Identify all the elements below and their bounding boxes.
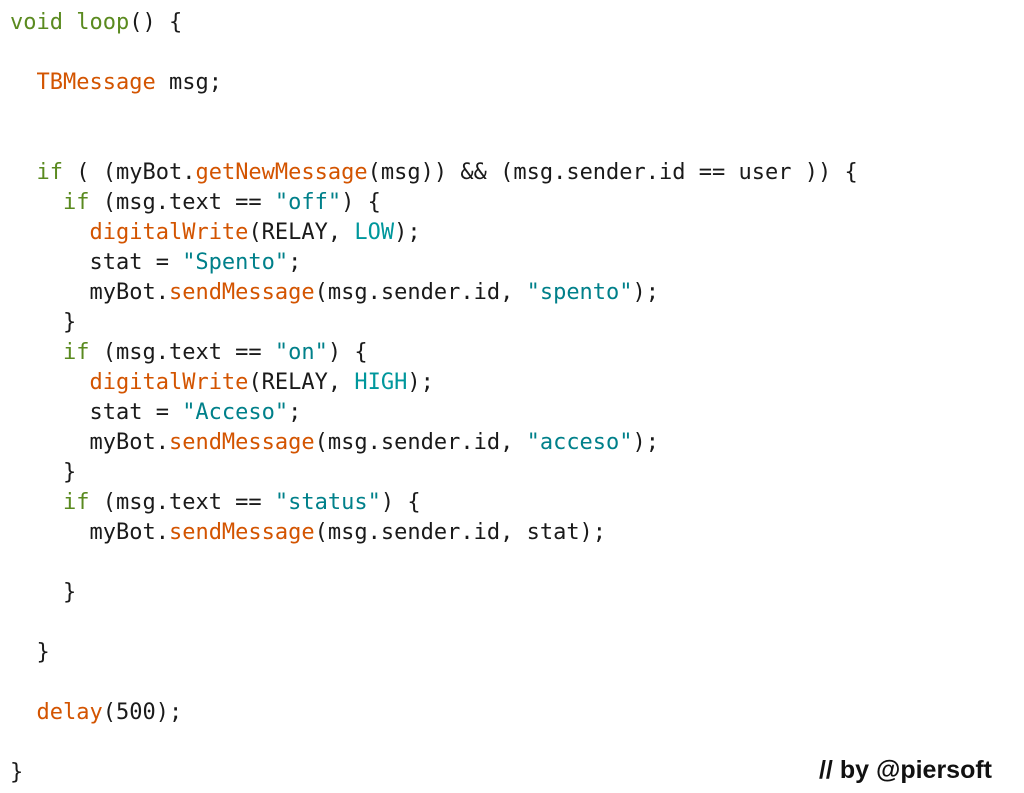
- code-token-plain: );: [632, 280, 660, 305]
- code-token-str: "off": [274, 190, 342, 215]
- code-token-kw: if: [62, 190, 90, 215]
- code-token-kw: void: [10, 10, 63, 35]
- code-token-plain: [10, 220, 89, 245]
- code-token-plain: [10, 490, 63, 515]
- code-line: void loop() {: [10, 8, 858, 38]
- code-token-fn: sendMessage: [168, 520, 315, 545]
- code-line: [10, 668, 858, 698]
- code-token-plain: );: [632, 430, 660, 455]
- code-token-plain: (msg.text ==: [89, 490, 275, 515]
- code-line: stat = "Acceso";: [10, 398, 858, 428]
- code-token-str: "on": [274, 340, 328, 365]
- code-line: delay(500);: [10, 698, 858, 728]
- code-token-plain: (msg.text ==: [89, 340, 275, 365]
- code-line: if (msg.text == "on") {: [10, 338, 858, 368]
- code-token-plain: }: [10, 580, 77, 605]
- code-token-fn: sendMessage: [168, 280, 315, 305]
- code-token-plain: stat =: [10, 250, 183, 275]
- code-token-plain: );: [407, 370, 434, 395]
- code-line: [10, 728, 858, 758]
- code-line: [10, 548, 858, 578]
- code-line: }: [10, 458, 858, 488]
- code-token-plain: (msg.sender.id,: [314, 430, 527, 455]
- code-token-fn: getNewMessage: [195, 160, 368, 185]
- code-token-plain: stat =: [10, 400, 183, 425]
- code-line: }: [10, 578, 858, 608]
- code-line: TBMessage msg;: [10, 68, 858, 98]
- code-line: digitalWrite(RELAY, HIGH);: [10, 368, 858, 398]
- code-token-fn: sendMessage: [168, 430, 315, 455]
- code-line: myBot.sendMessage(msg.sender.id, stat);: [10, 518, 858, 548]
- code-token-plain: (RELAY,: [248, 370, 355, 395]
- code-token-kw: loop: [76, 10, 130, 35]
- code-token-plain: myBot.: [10, 280, 169, 305]
- code-token-plain: (msg)) && (msg.sender.id == user )) {: [367, 160, 858, 185]
- code-token-plain: [63, 10, 76, 35]
- code-token-fn: delay: [36, 700, 103, 725]
- code-token-plain: (msg.sender.id,: [314, 280, 527, 305]
- code-token-plain: ) {: [380, 490, 421, 515]
- code-line: myBot.sendMessage(msg.sender.id, "acceso…: [10, 428, 858, 458]
- code-line: myBot.sendMessage(msg.sender.id, "spento…: [10, 278, 858, 308]
- code-token-plain: );: [394, 220, 421, 245]
- code-token-const: LOW: [354, 220, 395, 245]
- code-token-plain: [10, 370, 89, 395]
- code-token-fn: digitalWrite: [89, 370, 249, 395]
- code-line: [10, 38, 858, 68]
- code-token-plain: ) {: [341, 190, 381, 215]
- code-block: void loop() { TBMessage msg; if ( (myBot…: [10, 8, 858, 788]
- code-token-plain: [10, 700, 37, 725]
- code-token-type: TBMessage: [36, 70, 156, 95]
- code-token-plain: myBot.: [10, 520, 169, 545]
- code-token-plain: ;: [288, 250, 302, 275]
- code-token-plain: () {: [129, 10, 183, 35]
- code-token-plain: (msg.text ==: [89, 190, 275, 215]
- code-token-plain: (msg.sender.id, stat);: [314, 520, 607, 545]
- code-token-plain: }: [10, 460, 77, 485]
- code-token-fn: digitalWrite: [89, 220, 249, 245]
- code-token-str: "acceso": [526, 430, 633, 455]
- code-token-const: HIGH: [354, 370, 408, 395]
- code-token-str: "status": [274, 490, 381, 515]
- code-token-plain: [10, 190, 63, 215]
- code-line: digitalWrite(RELAY, LOW);: [10, 218, 858, 248]
- code-token-str: "Acceso": [182, 400, 289, 425]
- code-line: }: [10, 758, 858, 788]
- code-line: [10, 98, 858, 128]
- code-line: if ( (myBot.getNewMessage(msg)) && (msg.…: [10, 158, 858, 188]
- code-token-plain: msg;: [155, 70, 222, 95]
- code-token-plain: }: [10, 640, 50, 665]
- code-token-str: "Spento": [182, 250, 289, 275]
- code-token-plain: }: [10, 310, 77, 335]
- code-token-plain: [10, 160, 37, 185]
- code-line: if (msg.text == "off") {: [10, 188, 858, 218]
- code-line: if (msg.text == "status") {: [10, 488, 858, 518]
- code-token-plain: [10, 340, 63, 365]
- code-line: [10, 608, 858, 638]
- code-token-kw: if: [36, 160, 64, 185]
- code-token-kw: if: [62, 340, 90, 365]
- code-token-kw: if: [62, 490, 90, 515]
- code-line: [10, 128, 858, 158]
- code-token-plain: ;: [288, 400, 302, 425]
- code-line: }: [10, 308, 858, 338]
- code-token-plain: }: [10, 760, 24, 785]
- code-token-plain: ) {: [327, 340, 368, 365]
- code-token-plain: ( (myBot.: [63, 160, 196, 185]
- code-line: stat = "Spento";: [10, 248, 858, 278]
- code-token-plain: [10, 70, 37, 95]
- author-signature: // by @piersoft: [818, 756, 992, 784]
- code-token-plain: (RELAY,: [248, 220, 355, 245]
- code-token-str: "spento": [526, 280, 633, 305]
- code-token-plain: (500);: [102, 700, 183, 725]
- code-token-plain: myBot.: [10, 430, 169, 455]
- code-line: }: [10, 638, 858, 668]
